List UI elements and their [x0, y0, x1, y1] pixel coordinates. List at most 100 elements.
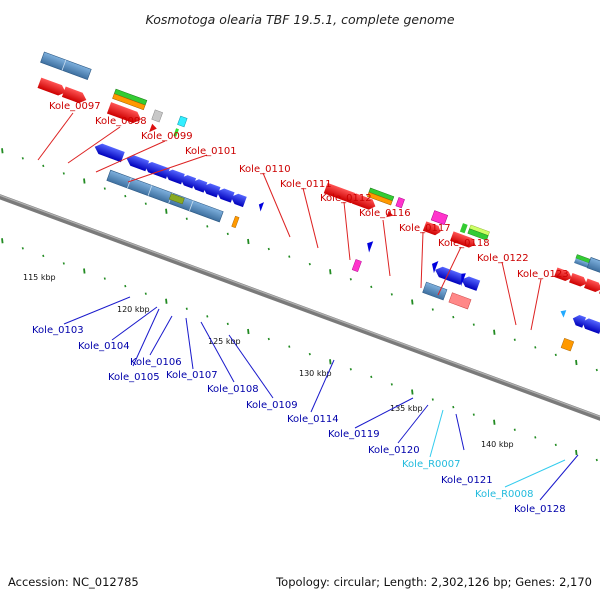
tick-mark [206, 225, 209, 228]
gene-label-kole-0121: Kole_0121 [441, 475, 493, 486]
tick-mark [513, 338, 516, 342]
tick-mark [390, 383, 393, 386]
gene-label-kole-0114: Kole_0114 [287, 414, 339, 425]
tick-mark [575, 359, 578, 366]
map-title: Kosmotoga olearia TBF 19.5.1, complete g… [145, 12, 454, 27]
tick-label-120: 120 kbp [117, 305, 150, 314]
tick-mark [575, 449, 578, 456]
tick-mark [1, 238, 4, 244]
cyan-feature [177, 115, 188, 128]
top-leader-lines [37, 112, 542, 331]
tick-mark [493, 419, 496, 425]
gene-label-kole-0118: Kole_0118 [438, 238, 490, 249]
bottom-tick-track [1, 238, 598, 462]
tick-mark [308, 262, 311, 266]
bottom-blue-genes [94, 143, 600, 334]
gene-label-kole-0101: Kole_0101 [185, 146, 237, 157]
mid-red-genes [323, 182, 490, 248]
tick-mark [21, 157, 24, 160]
tick-label-130: 130 kbp [299, 369, 332, 378]
gene-label-kole-0116: Kole_0116 [359, 208, 411, 219]
gene-label-kole-0128: Kole_0128 [514, 504, 566, 515]
tick-mark [206, 315, 209, 318]
gene-label-kole-0123: Kole_0123 [517, 269, 569, 280]
tick-mark [83, 178, 86, 184]
rrna-bars-left [112, 88, 148, 111]
tick-mark [247, 238, 250, 245]
tick-mark [288, 345, 291, 348]
tick-mark [124, 284, 127, 288]
tick-mark [83, 268, 86, 274]
tick-mark [21, 247, 24, 250]
gene-label-kole-0103: Kole_0103 [32, 325, 84, 336]
top-gene-labels: Kole_0097 Kole_0098 Kole_0099 Kole_0101 … [49, 101, 569, 280]
tick-mark [431, 398, 434, 401]
small-red-gene [149, 123, 157, 133]
gene-label-kole-0098: Kole_0098 [95, 116, 147, 127]
tick-mark [554, 353, 557, 357]
tick-mark [349, 278, 352, 281]
tick-mark [595, 458, 598, 462]
tick-mark [411, 389, 414, 395]
tick-mark [452, 405, 455, 409]
gene-label-kole-0099: Kole_0099 [141, 131, 193, 142]
tick-mark [513, 428, 516, 432]
gene-label-kole-0117: Kole_0117 [399, 223, 451, 234]
gene-label-kole-0122: Kole_0122 [477, 253, 529, 264]
grey-feature [151, 109, 163, 123]
tick-mark [370, 285, 373, 289]
tick-mark [349, 368, 352, 371]
tick-mark [165, 298, 168, 304]
tick-mark [62, 262, 65, 265]
tick-mark [247, 328, 250, 335]
tick-mark [554, 443, 557, 447]
tick-mark [165, 208, 168, 214]
tick-mark [185, 307, 188, 311]
tick-mark [472, 413, 475, 416]
top-red-genes [37, 77, 141, 124]
top-blue-bar [40, 51, 92, 81]
tick-mark [42, 254, 45, 258]
gene-label-kole-0106: Kole_0106 [130, 357, 182, 368]
gene-label-kole-0105: Kole_0105 [108, 372, 160, 383]
tick-mark [103, 187, 106, 190]
feature-tracks [37, 51, 600, 352]
tick-mark [370, 375, 373, 379]
tick-mark [185, 217, 188, 221]
gene-label-kole-0111: Kole_0111 [280, 179, 332, 190]
tick-mark [144, 292, 147, 295]
genome-summary-text: Topology: circular; Length: 2,302,126 bp… [275, 575, 592, 589]
tick-mark [267, 337, 270, 341]
tick-mark [493, 329, 496, 335]
gene-label-kole-0112: Kole_0112 [320, 193, 372, 204]
tick-mark [103, 277, 106, 280]
gene-label-kole-0107: Kole_0107 [166, 370, 218, 381]
tick-mark [329, 269, 332, 275]
tick-mark [62, 172, 65, 175]
tick-mark [226, 322, 229, 326]
accession-text: Accession: NC_012785 [8, 575, 139, 589]
gene-label-kole-0120: Kole_0120 [368, 445, 420, 456]
gene-label-kole-0104: Kole_0104 [78, 341, 130, 352]
tick-mark [329, 359, 332, 365]
tick-mark [534, 436, 537, 439]
gene-label-kole-0097: Kole_0097 [49, 101, 101, 112]
tick-label-115: 115 kbp [23, 273, 56, 282]
tick-mark [452, 315, 455, 319]
rna-leader-lines [429, 409, 566, 488]
tick-mark [124, 194, 127, 198]
tick-label-140: 140 kbp [481, 440, 514, 449]
tick-mark [534, 346, 537, 349]
tick-mark [288, 255, 291, 258]
tick-mark [390, 293, 393, 296]
tick-mark [431, 308, 434, 311]
bottom-blue-bar [106, 169, 575, 352]
tick-mark [144, 202, 147, 205]
backbone [0, 194, 600, 421]
gene-label-kole-r0008: Kole_R0008 [475, 489, 534, 500]
gene-label-kole-0119: Kole_0119 [328, 429, 380, 440]
tick-mark [1, 148, 4, 154]
tick-mark [411, 299, 414, 305]
tick-mark [42, 164, 45, 168]
